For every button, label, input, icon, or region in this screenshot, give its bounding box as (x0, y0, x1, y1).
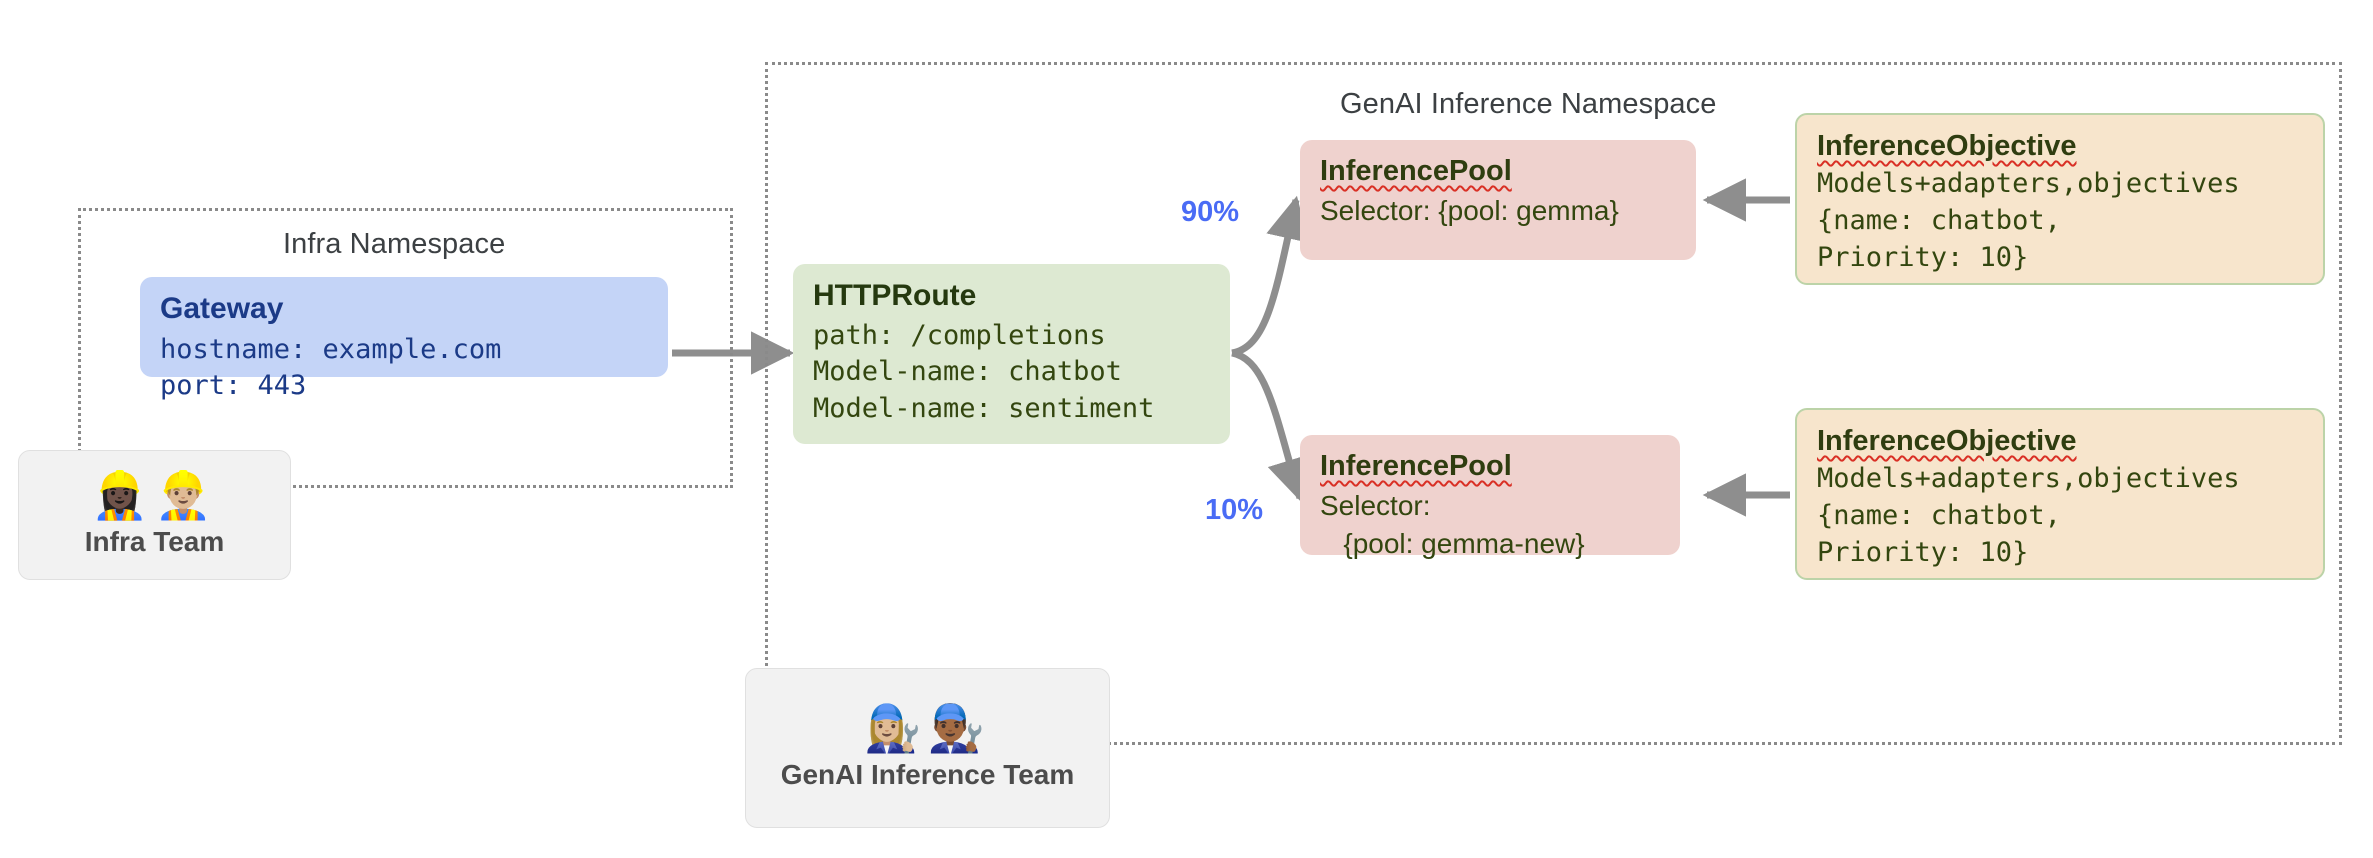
genai-team-label: GenAI Inference Team (780, 759, 1075, 790)
infra-namespace-title: Infra Namespace (283, 228, 506, 260)
inferenceobjective-2-title: InferenceObjective (1817, 425, 2077, 457)
inferencepool-2-body: Selector: {pool: gemma-new} (1320, 490, 1585, 560)
weight-label-10: 10% (1205, 494, 1264, 526)
inferenceobjective-card-2[interactable]: InferenceObjective Models+adapters,objec… (1795, 408, 2325, 580)
genai-namespace-boundary (765, 62, 2342, 745)
inferenceobjective-1-body: Models+adapters,objectives {name: chatbo… (1817, 168, 2240, 273)
gateway-title: Gateway (160, 292, 284, 325)
httproute-card[interactable]: HTTPRoute path: /completions Model-name:… (793, 264, 1230, 444)
infra-team-badge[interactable]: 👷🏿‍♀️👷🏼‍♂️ Infra Team (18, 450, 291, 580)
inferenceobjective-card-1[interactable]: InferenceObjective Models+adapters,objec… (1795, 113, 2325, 285)
inferencepool-card-1[interactable]: InferencePool Selector: {pool: gemma} (1300, 140, 1696, 260)
inferencepool-2-title: InferencePool (1320, 450, 1512, 482)
inferencepool-1-body: Selector: {pool: gemma} (1320, 195, 1619, 227)
inferencepool-1-title: InferencePool (1320, 155, 1512, 187)
infra-team-label: Infra Team (84, 526, 225, 557)
infra-team-avatars: 👷🏿‍♀️👷🏼‍♂️ (91, 469, 218, 521)
gateway-body: hostname: example.com port: 443 (160, 333, 502, 402)
httproute-title: HTTPRoute (813, 279, 977, 312)
infra-namespace-boundary (78, 208, 733, 488)
genai-namespace-title: GenAI Inference Namespace (1340, 88, 1717, 120)
inferencepool-card-2[interactable]: InferencePool Selector: {pool: gemma-new… (1300, 435, 1680, 559)
inferenceobjective-2-body: Models+adapters,objectives {name: chatbo… (1817, 463, 2240, 568)
genai-team-avatars: 👩🏼‍🔧👨🏾‍🔧 (864, 702, 991, 754)
gateway-card[interactable]: Gateway hostname: example.com port: 443 (140, 277, 668, 401)
genai-team-badge[interactable]: 👩🏼‍🔧👨🏾‍🔧 GenAI Inference Team (745, 668, 1110, 828)
weight-label-90: 90% (1181, 196, 1240, 228)
httproute-body: path: /completions Model-name: chatbot M… (813, 319, 1155, 425)
inferenceobjective-1-title: InferenceObjective (1817, 130, 2077, 162)
